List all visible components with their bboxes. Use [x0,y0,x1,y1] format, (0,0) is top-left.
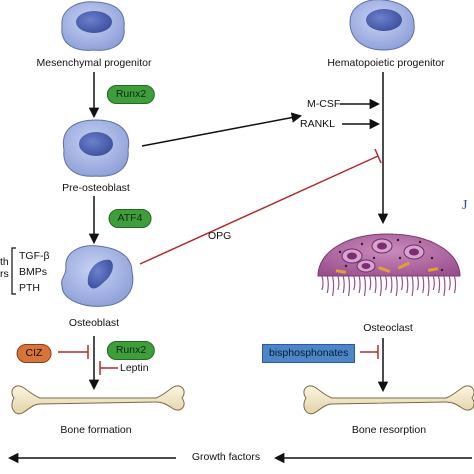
osteoclast-villus [438,275,441,294]
corner-mark: J [462,198,468,213]
osteoclast-villus [374,275,377,294]
osteoclast-villus [337,275,340,291]
pre-osteoblast-cell [62,119,130,177]
osteoclast-villus [453,275,457,294]
osteoclast-label: Osteoclast [363,322,413,334]
osteoclast-villus [369,275,372,291]
opg-inhibition-bar [374,148,382,164]
growth-factor-bracket [11,247,16,295]
osteoclast-villus [342,275,345,294]
bone-formation-label: Bone formation [60,424,132,436]
osteoclast-villus [385,275,388,291]
arrow-preosteoblast-to-hematopoietic [141,112,303,147]
growth-cut-label: th [0,256,9,268]
bone-resorption-bone [303,385,474,415]
rankl-label: RANKL [300,118,336,130]
growth-factors-label: Growth factors [191,451,261,463]
osteoclast-villus [443,275,446,297]
hematopoietic-progenitor-label: Hematopoietic progenitor [327,57,445,69]
osteoclast-villus [395,275,398,297]
bisphosphonates-box: bisphosphonates [262,344,356,363]
runx2-bottom-pill: Runx2 [106,341,156,360]
opg-label: OPG [208,230,232,242]
osteoclast-villus [326,275,329,294]
atf4-pill: ATF4 [108,209,152,228]
osteoclast-villus [400,275,404,291]
osteoclast-villus [358,275,361,294]
osteoclast-villus [406,275,409,294]
bone-resorption-label: Bone resorption [351,424,427,436]
pre-osteoblast-label: Pre-osteoblast [62,182,130,194]
osteoclast-villus [432,275,435,291]
osteoclast-villus [448,275,451,291]
factors-cut-label: rs [0,268,9,280]
osteoblast-label: Osteoblast [68,317,120,329]
hematopoietic-progenitor-cell [349,0,415,51]
ciz-pill: CIZ [16,344,52,363]
osteoclast-villus [390,275,393,294]
osteoclast-villus [321,275,324,291]
osteoclast-villus [332,275,335,297]
osteoclast-villus [347,275,351,297]
osteoclast-villus [427,275,430,297]
osteoclast-villus [411,275,414,297]
leptin-label: Leptin [120,362,149,374]
osteoclast-villus [416,275,419,291]
bone-formation-bone [11,385,185,415]
osteoclast-cell [317,233,461,297]
osteoclast-villus [353,275,356,291]
bmps-label: BMPs [19,266,48,278]
osteoclast-villus [379,275,382,297]
opg-inhibition-line [139,155,379,265]
osteoblast-cell [61,245,134,307]
tgf-beta-label: TGF-β [19,250,50,262]
mcsf-label: M-CSF [307,98,341,110]
mesenchymal-progenitor-label: Mesenchymal progenitor [36,57,152,69]
pth-label: PTH [19,282,40,294]
osteoclast-villus [363,275,366,297]
runx2-top-pill: Runx2 [106,85,156,104]
osteoclast-villus [422,275,425,294]
mesenchymal-progenitor-cell [61,1,125,51]
